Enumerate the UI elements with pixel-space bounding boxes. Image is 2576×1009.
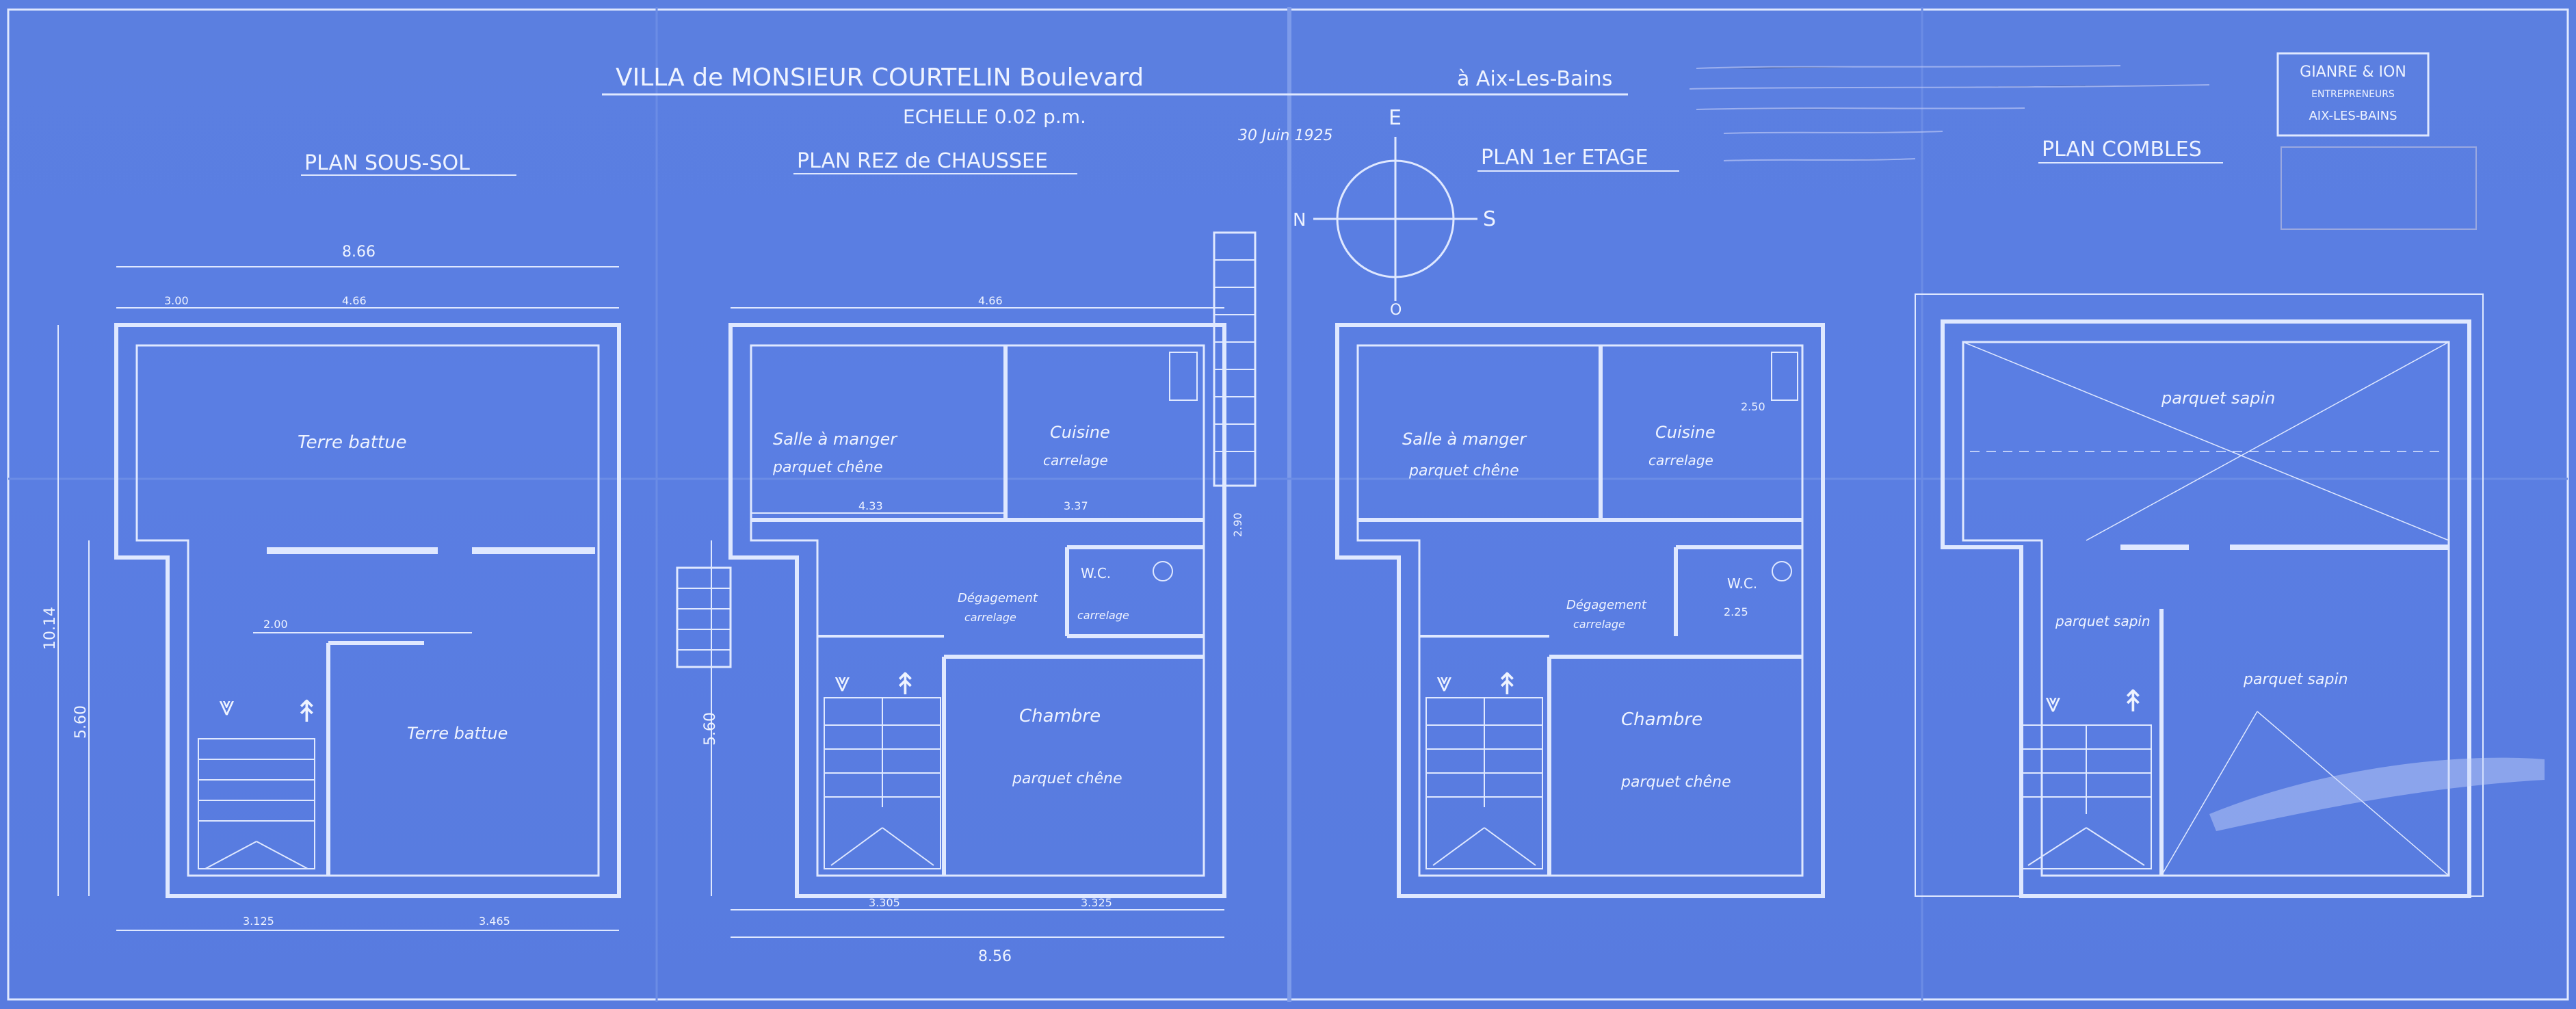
plan-1er-etage: ↟ ⩔ 2.50 2.25 Salle à manger parquet chê… xyxy=(1335,323,1825,898)
plan-title-rez: PLAN REZ de CHAUSSEE xyxy=(797,149,1048,173)
dim-label: 2.90 xyxy=(1231,512,1244,537)
handwritten-note xyxy=(1689,65,2210,161)
stamp-line-1: GIANRE & ION xyxy=(2300,64,2406,81)
room-label: Cuisine xyxy=(1655,423,1716,442)
dim-label: 3.325 xyxy=(1081,896,1112,909)
plan-title-combles: PLAN COMBLES xyxy=(2042,137,2202,161)
dim-label: 4.66 xyxy=(978,294,1003,307)
plan-rez-de-chaussee: ↟ ⩔ 4.66 3.305 3.325 8.56 5.60 4.33 3.37… xyxy=(676,231,1257,965)
dim-label: 2.50 xyxy=(1741,400,1765,413)
room-label: Salle à manger xyxy=(773,430,898,449)
compass-n: N xyxy=(1293,210,1306,231)
room-floor-label: carrelage xyxy=(1043,452,1108,469)
dim-label: 3.125 xyxy=(243,915,274,928)
dim-label: 8.56 xyxy=(978,948,1012,965)
title-main: VILLA de MONSIEUR COURTELIN Boulevard xyxy=(616,64,1144,92)
room-label: W.C. xyxy=(1081,565,1111,581)
room-label: Salle à manger xyxy=(1402,430,1527,449)
dim-label: 5.60 xyxy=(702,712,719,746)
compass-e: E xyxy=(1389,106,1402,130)
room-label: Dégagement xyxy=(1566,598,1647,612)
compass-rose: E N S O xyxy=(1293,106,1496,319)
room-floor-label: parquet chêne xyxy=(1012,770,1122,787)
room-label: Terre battue xyxy=(298,432,407,453)
plan-sous-sol: ↟ ⩔ 8.66 3.00 4.66 10.14 5.60 3.125 3.46… xyxy=(42,244,621,931)
room-floor-label: parquet chêne xyxy=(1620,774,1731,791)
room-label: Chambre xyxy=(1621,709,1703,730)
compass-o: O xyxy=(1390,302,1402,319)
svg-text:⩔: ⩔ xyxy=(1436,666,1452,698)
plan-title-sous-sol: PLAN SOUS-SOL xyxy=(304,151,470,175)
dim-label: 3.305 xyxy=(869,896,900,909)
compass-s: S xyxy=(1483,207,1496,231)
dim-label: 3.465 xyxy=(479,915,510,928)
svg-text:↟: ↟ xyxy=(893,667,918,702)
room-label: Terre battue xyxy=(407,724,508,743)
room-label: Chambre xyxy=(1019,706,1101,726)
dim-label: 3.00 xyxy=(164,294,189,307)
room-floor-label: carrelage xyxy=(1077,609,1129,622)
dim-label: 5.60 xyxy=(73,705,90,739)
room-label: Dégagement xyxy=(958,591,1038,605)
plan-title-etage: PLAN 1er ETAGE xyxy=(1481,146,1648,170)
room-floor-label: carrelage xyxy=(1648,452,1713,469)
svg-text:⩔: ⩔ xyxy=(2045,687,2061,718)
dim-label: 10.14 xyxy=(42,607,59,650)
svg-text:⩔: ⩔ xyxy=(834,666,850,698)
plan-combles: ↟ ⩔ parquet sapin parquet sapin parquet … xyxy=(1915,293,2484,898)
room-label: parquet sapin xyxy=(2055,613,2151,629)
scale-label: ECHELLE 0.02 p.m. xyxy=(903,105,1086,128)
room-label: W.C. xyxy=(1727,575,1757,592)
stain-mark xyxy=(2209,757,2545,831)
svg-text:↟: ↟ xyxy=(294,694,319,729)
room-floor-label: parquet chêne xyxy=(1408,462,1519,480)
dim-label: 3.37 xyxy=(1064,499,1088,512)
room-floor-label: carrelage xyxy=(1573,618,1625,631)
date-label: 30 Juin 1925 xyxy=(1238,127,1332,144)
svg-text:↟: ↟ xyxy=(2120,684,2146,719)
dim-label: 4.33 xyxy=(858,499,883,512)
svg-text:⩔: ⩔ xyxy=(219,690,235,722)
room-label: Cuisine xyxy=(1050,423,1110,442)
title-tail: à Aix-Les-Bains xyxy=(1457,67,1612,91)
contractor-stamp: GIANRE & ION ENTREPRENEURS AIX-LES-BAINS xyxy=(2276,52,2477,230)
room-label: parquet sapin xyxy=(2243,671,2348,688)
dim-label: 2.00 xyxy=(263,618,288,631)
room-floor-label: carrelage xyxy=(964,611,1016,624)
dim-label: 2.25 xyxy=(1724,605,1748,618)
room-floor-label: parquet chêne xyxy=(772,459,883,476)
stamp-line-3: AIX-LES-BAINS xyxy=(2309,109,2397,123)
dim-label: 4.66 xyxy=(342,294,367,307)
svg-text:↟: ↟ xyxy=(1495,667,1520,702)
room-label: parquet sapin xyxy=(2161,389,2275,408)
dim-label: 8.66 xyxy=(342,244,376,261)
stamp-line-2: ENTREPRENEURS xyxy=(2311,89,2395,100)
